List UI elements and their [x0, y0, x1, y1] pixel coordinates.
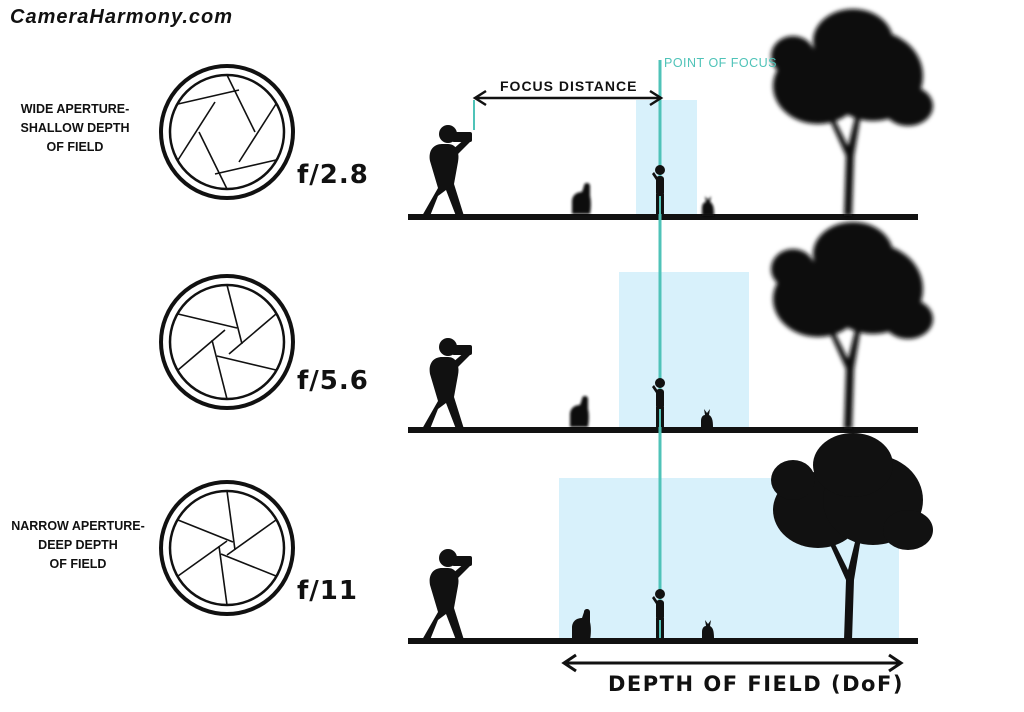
aperture-medium-icon	[159, 274, 295, 410]
dof-zone	[636, 100, 697, 216]
fstop-label: f/11	[297, 576, 358, 606]
row-label-line: DEEP DEPTH	[38, 538, 118, 552]
brand-logo: CameraHarmony.com	[10, 6, 234, 28]
fstop-label: f/5.6	[297, 366, 369, 396]
row-label-wide: WIDE APERTURE- SHALLOW DEPTH OF FIELD	[0, 100, 150, 157]
ground-line	[408, 427, 918, 433]
ground-line	[408, 638, 918, 644]
row-label-line: OF FIELD	[49, 557, 107, 571]
aperture-wide-icon	[159, 64, 295, 200]
row-label-narrow: NARROW APERTURE- DEEP DEPTH OF FIELD	[3, 517, 153, 574]
ground-line	[408, 214, 918, 220]
row-label-line: SHALLOW DEPTH	[20, 121, 130, 135]
dof-zone	[559, 478, 899, 638]
dof-zone	[619, 272, 749, 427]
row-label-line: OF FIELD	[46, 140, 104, 154]
row-label-line: WIDE APERTURE-	[20, 102, 130, 116]
point-of-focus-label: POINT OF FOCUS	[664, 56, 778, 70]
fstop-label: f/2.8	[297, 160, 369, 190]
focus-distance-label: FOCUS DISTANCE	[500, 78, 638, 94]
dof-arrow	[561, 653, 904, 673]
row-label-line: NARROW APERTURE-	[11, 519, 145, 533]
aperture-narrow-icon	[159, 480, 295, 616]
depth-of-field-label: DEPTH OF FIELD (DoF)	[608, 672, 904, 696]
